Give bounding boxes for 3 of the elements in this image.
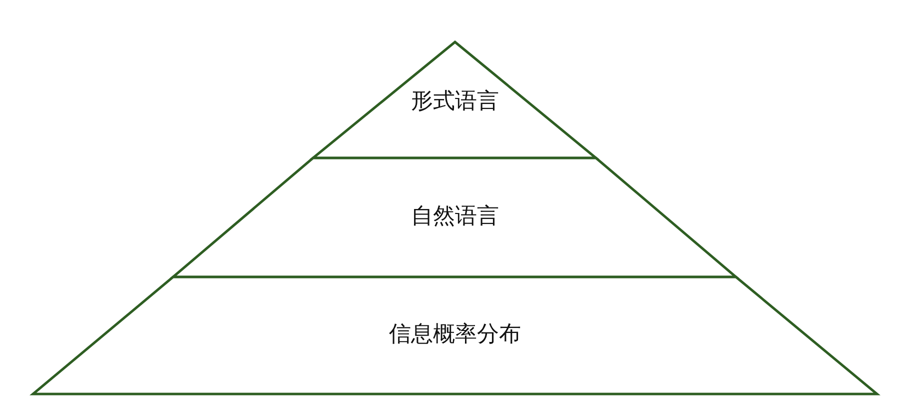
tier-label: 形式语言: [411, 88, 499, 116]
tier-label: 自然语言: [411, 203, 499, 231]
tier-label: 信息概率分布: [389, 321, 521, 349]
